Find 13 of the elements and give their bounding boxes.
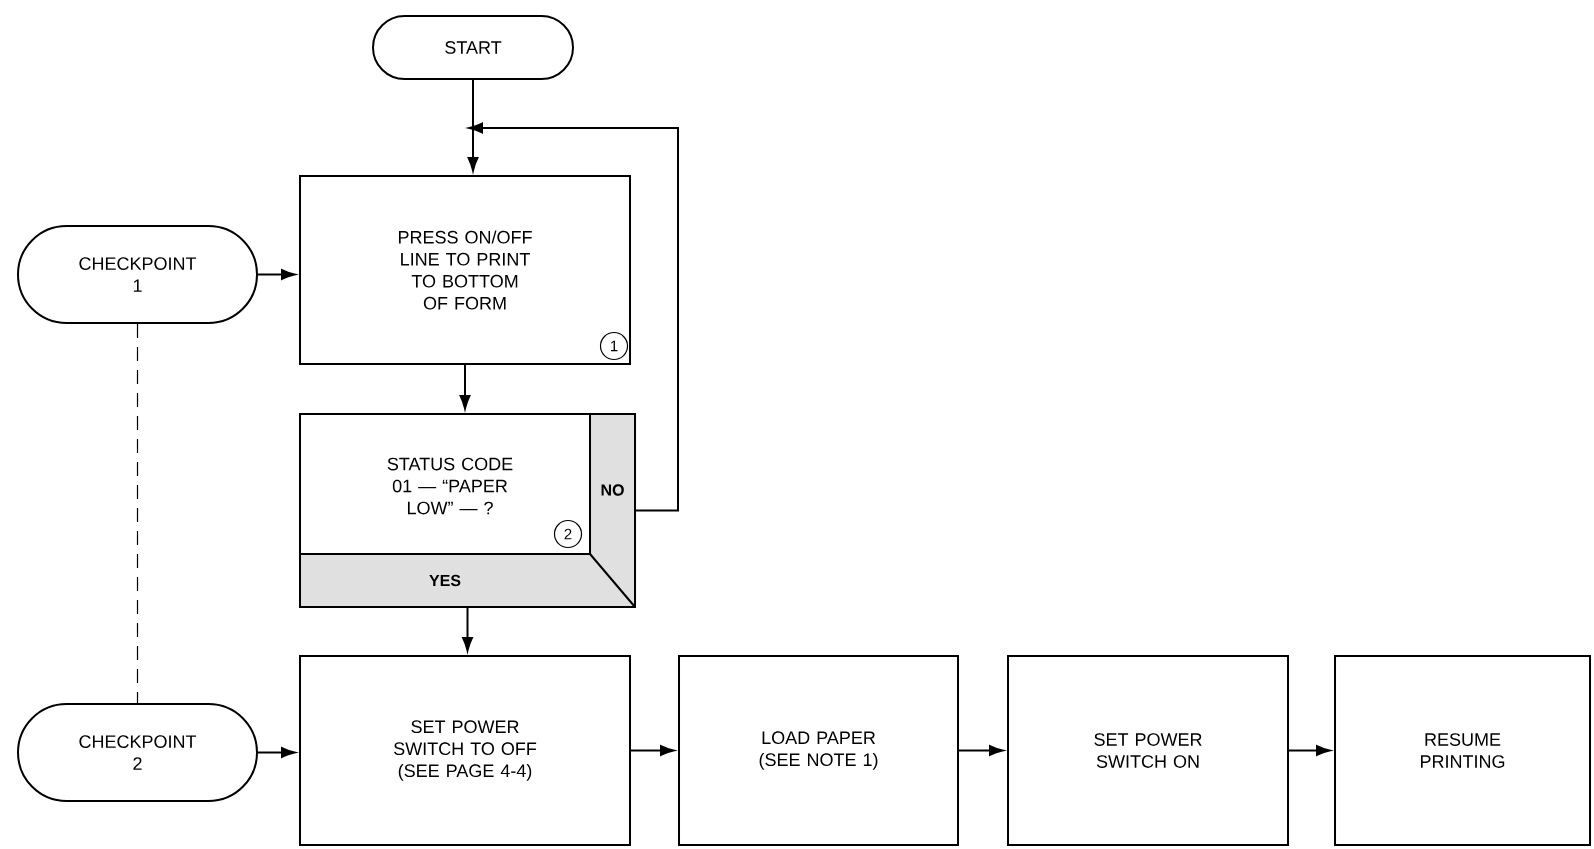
process-box: RESUME PRINTING (1334, 655, 1591, 846)
connector-line (136, 323, 139, 704)
arrow (468, 122, 679, 512)
process-box: SET POWER SWITCH ON (1007, 655, 1289, 846)
decision-text: STATUS CODE 01 — “PAPER LOW” — ? (387, 457, 513, 515)
callout-number: 2 (553, 519, 583, 549)
process-box: LOAD PAPER (SEE NOTE 1) (678, 655, 959, 846)
arrow (459, 364, 471, 410)
branch-label: YES (429, 574, 461, 587)
callout-number: 1 (599, 331, 629, 361)
arrow (467, 79, 479, 172)
process-box: SET POWER SWITCH TO OFF (SEE PAGE 4-4) (299, 655, 631, 846)
branch-label: NO (601, 484, 624, 496)
